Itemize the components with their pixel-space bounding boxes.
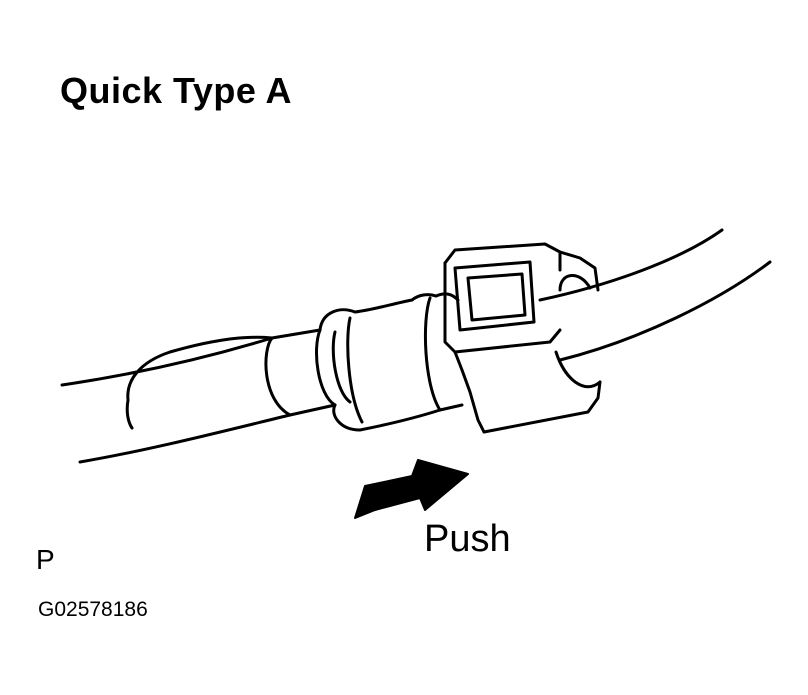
fuel-pipe <box>538 228 772 362</box>
hose <box>60 335 292 464</box>
view-letter: P <box>36 544 55 575</box>
pipe-stub <box>264 328 337 417</box>
push-arrow-icon <box>354 459 469 519</box>
clip-housing <box>443 242 602 434</box>
retainer-ring <box>315 298 442 432</box>
figure-code: G02578186 <box>38 598 148 621</box>
push-label: Push <box>424 518 511 560</box>
diagram-title: Quick Type A <box>60 70 293 111</box>
